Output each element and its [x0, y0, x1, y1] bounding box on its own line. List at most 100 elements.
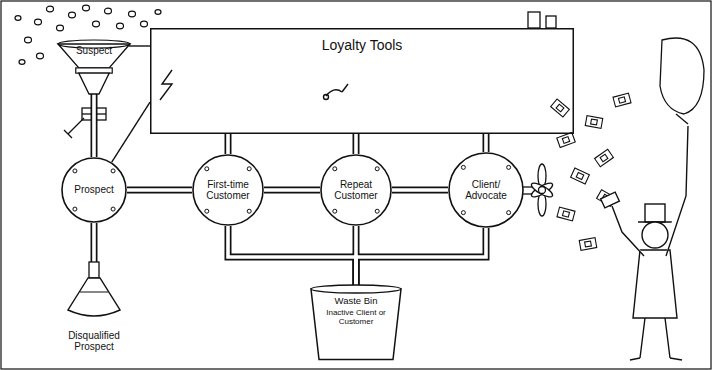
money-bag: [660, 38, 704, 124]
rivet: [375, 209, 379, 213]
flask-mark: [80, 292, 108, 293]
lightning-bolt: [160, 70, 172, 100]
pipe-connector: [264, 187, 320, 194]
node-label: Prospect: [74, 184, 113, 195]
banknote: [600, 154, 608, 162]
crank-handle: [324, 95, 329, 100]
coin: [93, 21, 100, 27]
man-figure: [666, 126, 688, 256]
box-border: [151, 29, 574, 134]
banknote: [557, 133, 575, 148]
pipe-bore: [356, 228, 486, 285]
banknote: [618, 97, 625, 103]
text-group: Disqualified Prospect: [54, 330, 134, 352]
banknote: [571, 168, 590, 184]
suspect-funnel: Suspect: [56, 36, 132, 94]
man-figure: [642, 222, 668, 248]
valve: [68, 118, 84, 134]
coin: [25, 37, 32, 43]
loyalty-tools-box: Loyalty Tools: [150, 28, 574, 134]
rivet: [333, 167, 337, 171]
coin: [15, 16, 21, 21]
rivet: [111, 207, 115, 211]
banknote: [585, 116, 602, 129]
exhaust-fan: [530, 181, 555, 200]
rivet: [507, 165, 511, 169]
bucket-body: [311, 289, 401, 360]
man-figure: [601, 192, 620, 208]
text-group: Prospect: [74, 184, 113, 195]
flask-bulb: [68, 278, 120, 316]
funnel-neck: [79, 73, 109, 94]
valve: [64, 108, 106, 138]
banknote: [576, 172, 584, 179]
waste-bin: Waste BinInactive Client or Customer: [309, 281, 403, 361]
text-group: Client/ Advocate: [458, 179, 514, 201]
bin-title: Waste Bin: [335, 296, 378, 307]
pipe-bore: [354, 134, 358, 154]
crank-handle: [342, 84, 348, 92]
pipe-bore: [484, 134, 488, 152]
banknote: [562, 137, 569, 144]
coin: [57, 25, 64, 31]
banknote: [557, 133, 575, 148]
pipe-bore: [226, 134, 230, 154]
man-figure: [633, 250, 677, 318]
man-figure: [670, 358, 682, 360]
banknote: [595, 149, 614, 166]
rivet: [461, 211, 465, 215]
disqualified-prospect-flask: Disqualified Prospect: [42, 262, 146, 356]
rivet: [205, 167, 209, 171]
funnel-cone: [58, 44, 130, 68]
flask-label: Disqualified Prospect: [54, 330, 134, 352]
chimney: [528, 12, 556, 28]
pipe-connector: [228, 226, 356, 285]
banknote: [571, 168, 590, 184]
rivet: [73, 207, 77, 211]
coin: [47, 6, 54, 12]
text-group: Loyalty Tools: [322, 38, 403, 54]
man-figure: [601, 192, 620, 208]
banknote: [595, 149, 614, 166]
text-group: Waste BinInactive Client or Customer: [321, 296, 391, 327]
rivet: [247, 209, 251, 213]
pipe-connector: [91, 94, 98, 157]
circle-border: [321, 155, 391, 225]
rivet: [507, 211, 511, 215]
valve: [64, 130, 72, 138]
banknote: [585, 116, 602, 129]
banknote: [585, 241, 592, 247]
prospect-circle: Prospect: [61, 157, 127, 223]
banknote: [579, 238, 596, 251]
banknote: [579, 238, 596, 251]
wire-connector: [129, 45, 150, 46]
text-group: Repeat Customer: [328, 179, 384, 201]
rivet: [111, 169, 115, 173]
banknote: [556, 104, 564, 112]
pipe-bore: [127, 188, 192, 192]
rivet: [247, 167, 251, 171]
man-figure: [612, 206, 644, 256]
node-label: Client/ Advocate: [458, 179, 514, 201]
pipe-connector: [392, 187, 448, 194]
rivet: [205, 209, 209, 213]
pipe-bore: [228, 226, 356, 285]
node-label: Repeat Customer: [328, 179, 384, 201]
man-figure: [645, 204, 665, 222]
pipe-connector: [91, 223, 98, 262]
banknote: [551, 93, 631, 250]
bucket-rim: [311, 285, 401, 293]
rivet: [73, 169, 77, 173]
coin: [35, 19, 42, 25]
circle-border: [62, 158, 126, 222]
pipe-bore-group: [94, 94, 486, 285]
crank-handle: [324, 84, 349, 100]
funnel-label: Suspect: [76, 45, 112, 56]
exhaust-fan: [522, 164, 554, 216]
text-group: Suspect: [76, 45, 112, 56]
pipe-connector: [356, 228, 486, 285]
flask-tube: [89, 262, 99, 278]
exhaust-fan: [530, 181, 555, 200]
